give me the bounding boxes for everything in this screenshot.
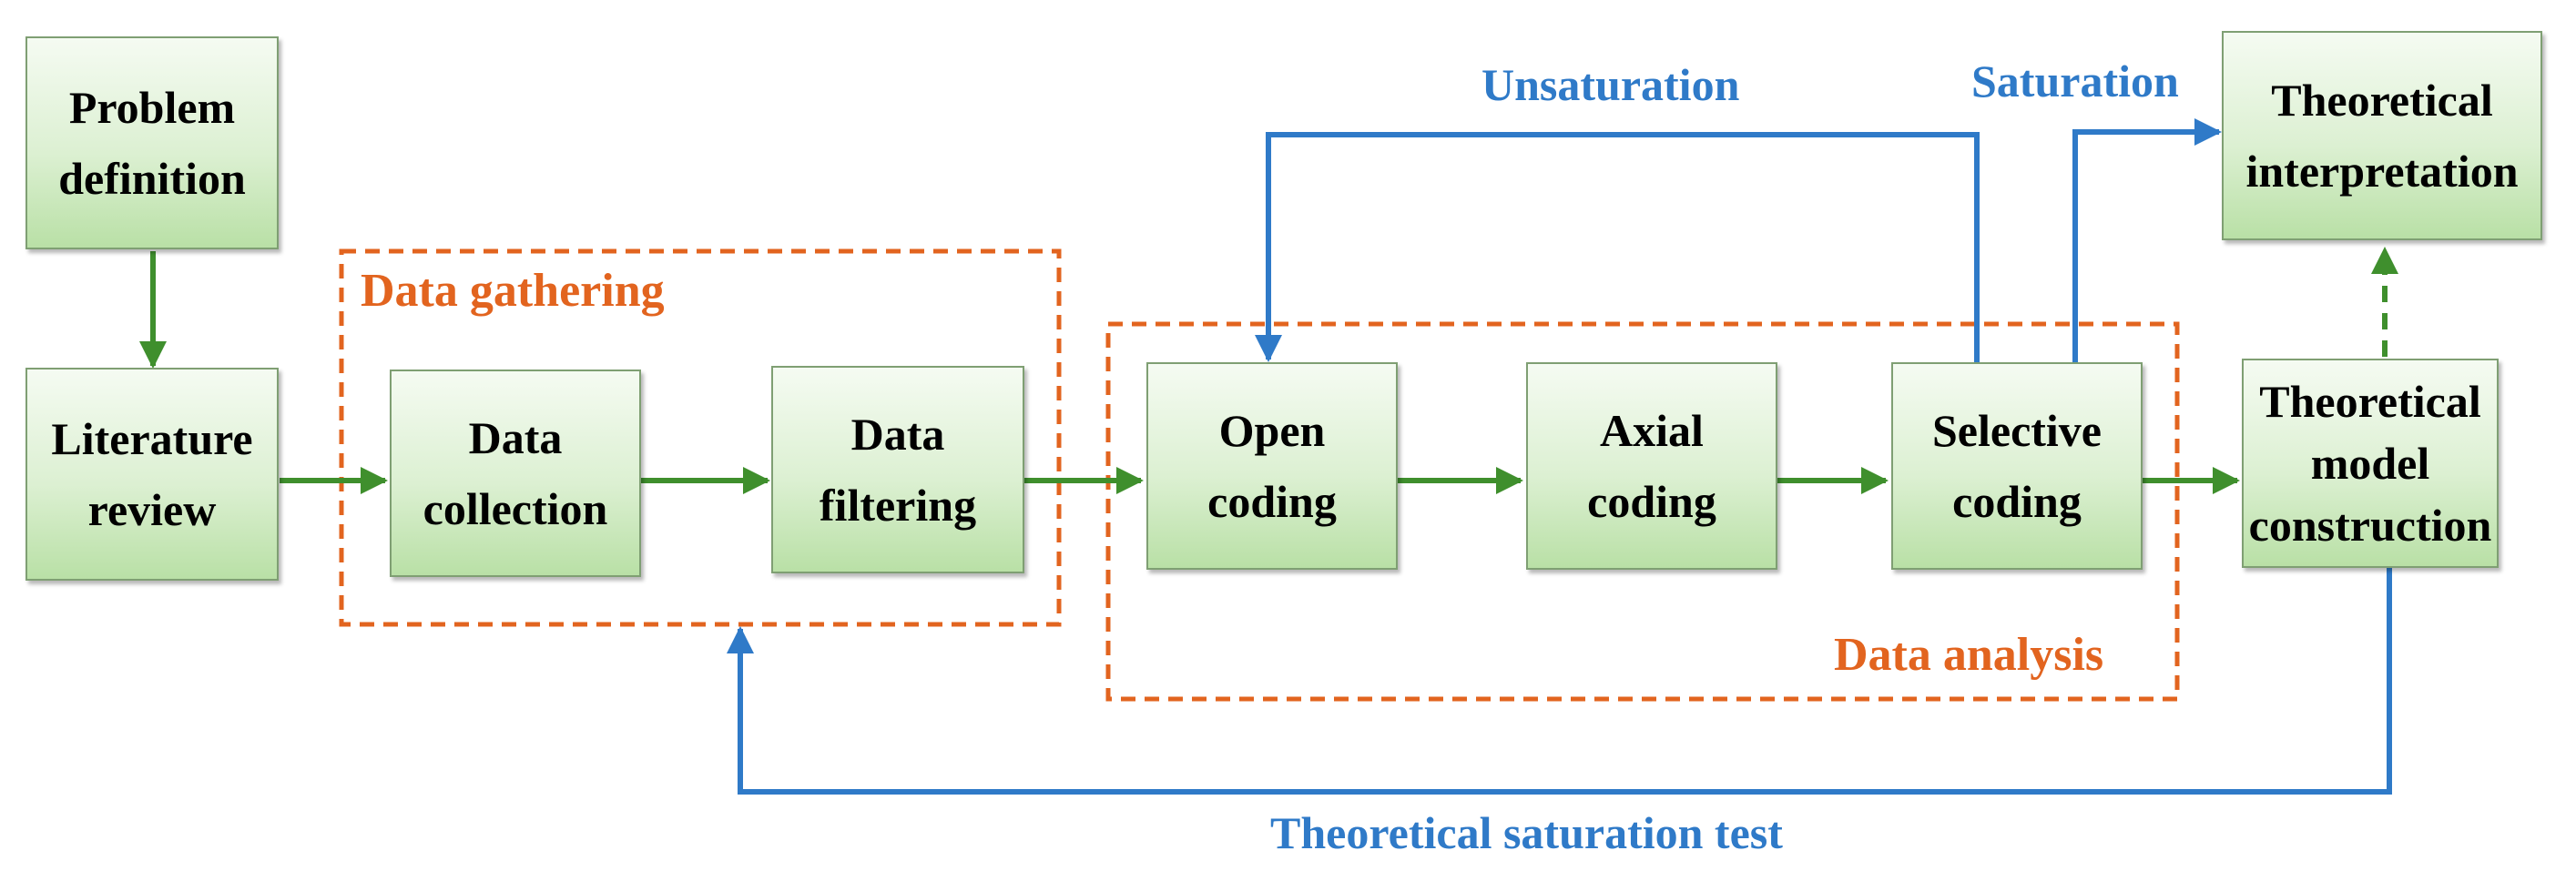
selective-coding-box: Selective coding (1891, 362, 2143, 570)
data-gathering-label: Data gathering (361, 265, 665, 317)
theoretical-saturation-test-arrow (727, 568, 2392, 795)
data-analysis-group-frame (1105, 321, 2180, 702)
problem-definition-box: Problem definition (25, 36, 279, 249)
axial-coding-box: Axial coding (1526, 362, 1777, 570)
data-collection-box: Data collection (390, 370, 641, 577)
data-gathering-group-frame (339, 248, 1062, 627)
unsaturation-label: Unsaturation (1481, 59, 1740, 110)
unsaturation-feedback-arrow (1255, 132, 1980, 362)
theoretical-interpretation-box: Theoretical interpretation (2222, 31, 2542, 240)
data-filtering-box: Data filtering (771, 366, 1024, 573)
data-analysis-label: Data analysis (1834, 629, 2104, 681)
literature-review-box: Literature review (25, 368, 279, 581)
open-coding-box: Open coding (1146, 362, 1398, 570)
saturation-label: Saturation (1971, 56, 2179, 106)
saturation-arrow (2072, 118, 2222, 362)
theoretical-saturation-test-label: Theoretical saturation test (1270, 807, 1783, 858)
theoretical-model-construction-box: Theoretical model construction (2242, 359, 2499, 568)
